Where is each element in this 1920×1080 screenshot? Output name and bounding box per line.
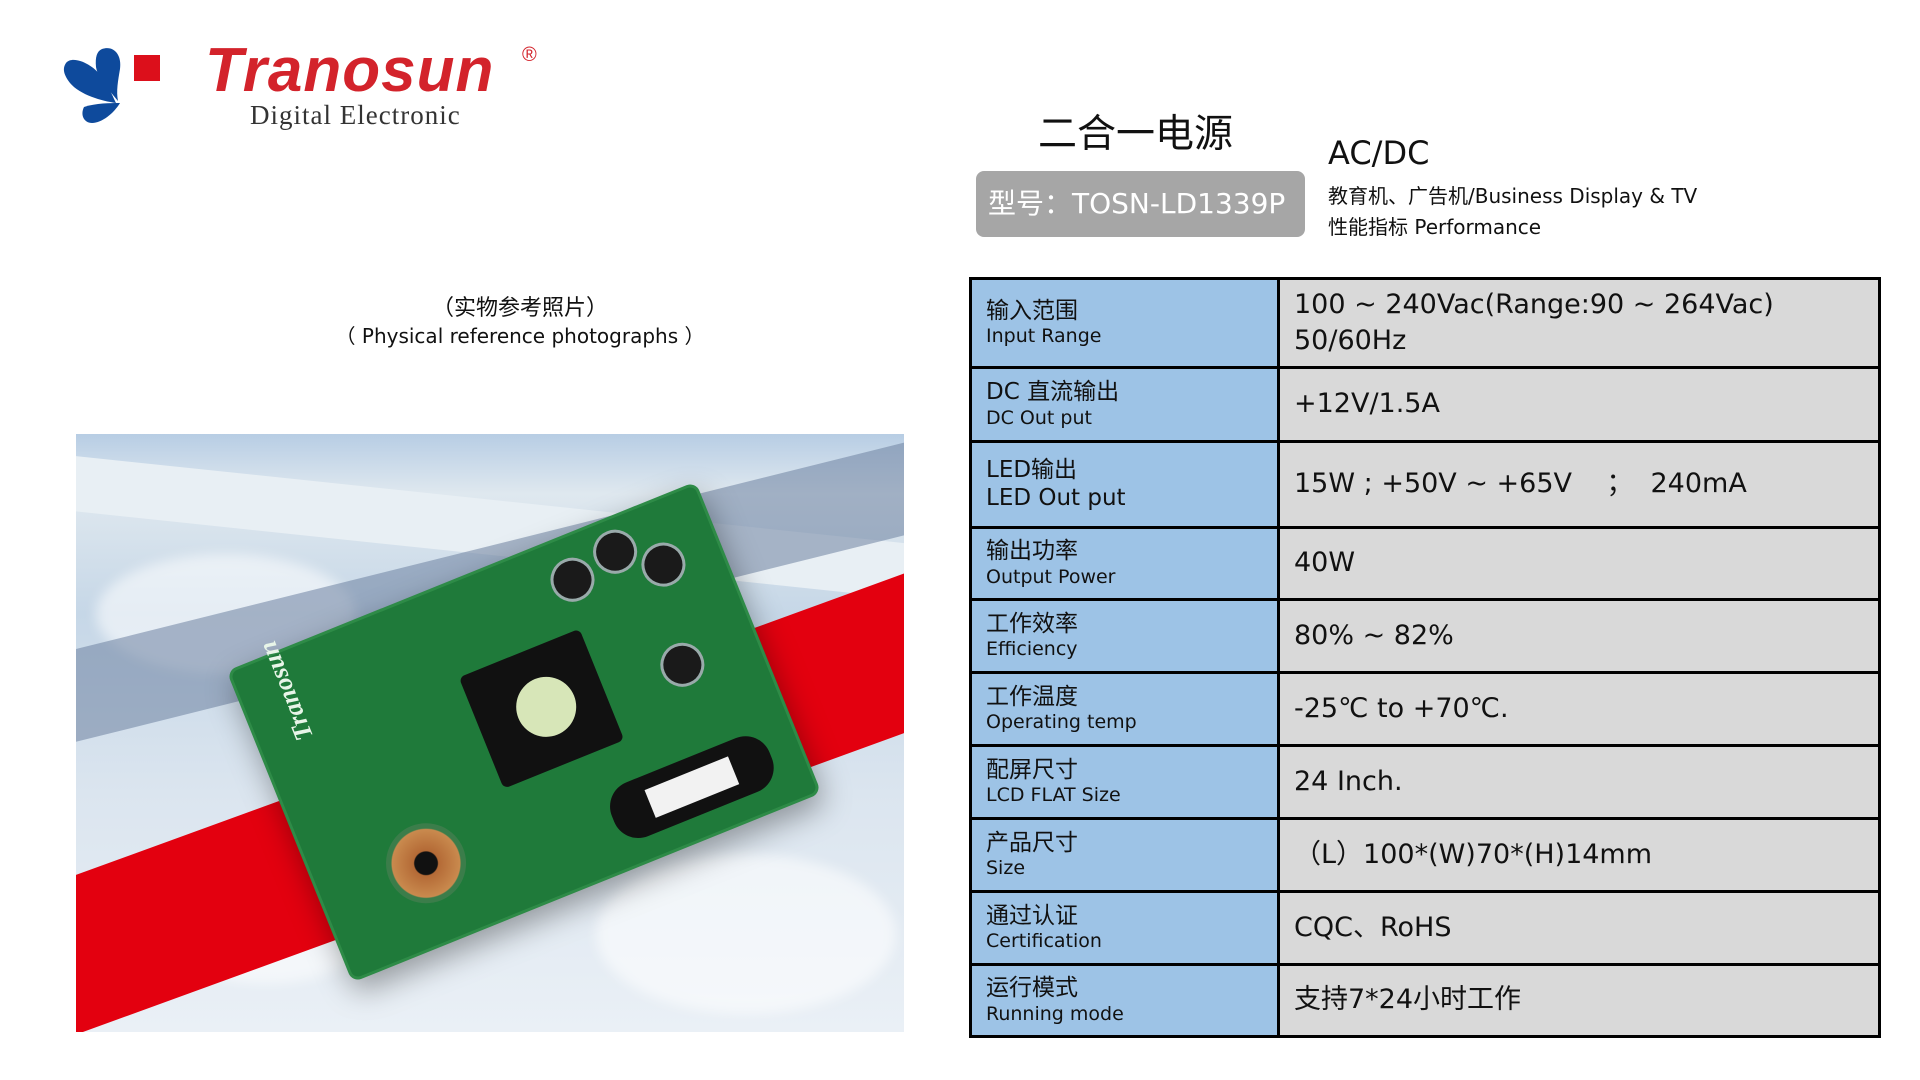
pcb-brand-text: Tranosun [252,637,319,745]
spec-key-en: Efficiency [986,638,1078,661]
capacitor [543,551,602,609]
spec-key-en: Running mode [986,1002,1124,1025]
spec-key-en: DC Out put [986,406,1092,429]
spec-value-line: CQC、RoHS [1294,911,1452,943]
spec-value-line: 24 Inch. [1294,765,1403,797]
spec-value: 15W ; +50V ~ +65V ； 240mA [1277,440,1881,529]
spec-key-en: Certification [986,930,1102,953]
spec-key-cn: 工作温度 [986,683,1078,710]
spec-value: -25℃ to +70℃. [1277,671,1881,747]
photo-caption-cn: （实物参考照片） [431,296,608,321]
spec-key-cn: 工作效率 [986,610,1078,637]
spec-key-en: Operating temp [986,711,1137,734]
capacitor [586,523,644,581]
spec-value-line: +12V/1.5A [1294,388,1440,420]
brand-wordmark: Tranosun [205,36,495,105]
spec-key-en: LCD FLAT Size [986,784,1121,807]
capacitor [653,636,711,694]
spec-value: 100 ~ 240Vac(Range:90 ~ 264Vac) 50/60Hz [1277,277,1881,369]
spec-key-cn: 运行模式 [986,975,1078,1002]
spec-value-line: 100 ~ 240Vac(Range:90 ~ 264Vac) [1294,288,1774,320]
spec-key-cn: 输出功率 [986,538,1078,565]
spec-key-en: Input Range [986,325,1102,348]
spec-key-en: LED Out put [986,484,1126,511]
spec-value: CQC、RoHS [1277,890,1881,966]
brand-subtitle: Digital Electronic [250,100,461,130]
spec-value: 24 Inch. [1277,744,1881,820]
spec-key-cn: 配屏尺寸 [986,756,1078,783]
spec-value: （L）100*(W)70*(H)14mm [1277,817,1881,893]
cloud [596,854,896,1014]
tranosun-logo-icon [63,48,160,123]
capacitor [634,535,693,594]
spec-key-en: Size [986,857,1026,880]
product-photo: Tranosun [76,434,904,1032]
spec-value-line: 15W ; +50V ~ +65V ； 240mA [1294,468,1747,500]
photo-caption-en: （ Physical reference photographs ） [335,324,705,348]
spec-key-en: Output Power [986,565,1116,588]
spec-key-cn: LED输出 [986,456,1078,483]
spec-value: 支持7*24小时工作 [1277,963,1881,1038]
spec-key-cn: DC 直流输出 [986,379,1120,406]
spec-key-cn: 输入范围 [986,297,1078,324]
spec-key-cn: 通过认证 [986,902,1078,929]
model-badge: 型号：TOSN-LD1339P [976,171,1305,237]
performance-heading: 性能指标 Performance [1328,215,1542,239]
spec-value-line: （L）100*(W)70*(H)14mm [1294,838,1653,870]
spec-value: +12V/1.5A [1277,366,1881,443]
registered-mark: ® [522,44,537,66]
spec-key-cn: 产品尺寸 [986,829,1078,856]
spec-value: 80% ~ 82% [1277,598,1881,674]
usage-label: 教育机、广告机/Business Display & TV [1328,184,1698,208]
spec-value-line: 80% ~ 82% [1294,619,1454,651]
spec-value-line: 50/60Hz [1294,325,1407,356]
toroid-inductor [373,811,479,916]
spec-value-line: -25℃ to +70℃. [1294,692,1509,724]
power-type-label: AC/DC [1328,134,1430,172]
product-title: 二合一电源 [1038,112,1234,157]
bulk-capacitor [602,728,782,846]
spec-value-line: 40W [1294,547,1356,579]
spec-value-line: 支持7*24小时工作 [1294,984,1522,1016]
capacitor-label [644,756,740,818]
spec-value: 40W [1277,526,1881,601]
